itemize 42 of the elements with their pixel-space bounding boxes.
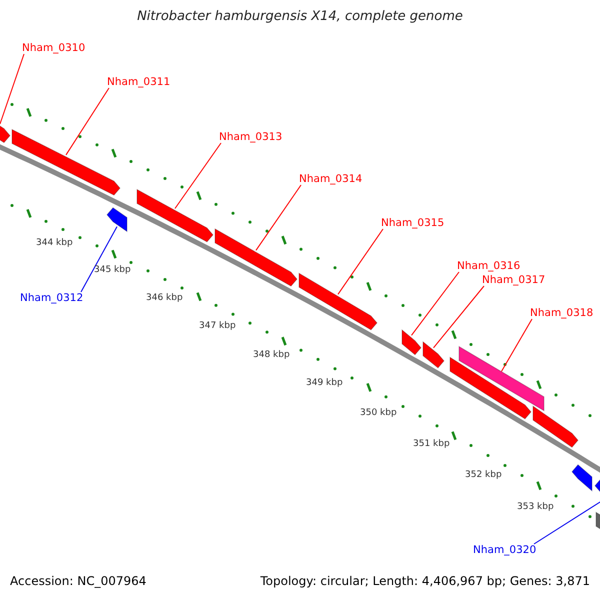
gene-label: Nham_0320 <box>473 544 536 556</box>
scale-label: 350 kbp <box>360 408 397 418</box>
scale-label: 353 kbp <box>517 502 554 512</box>
gene-label: Nham_0313 <box>219 131 282 143</box>
leader-line <box>66 88 110 156</box>
gene-label: Nham_0310 <box>22 42 86 54</box>
gene-feature <box>402 329 422 356</box>
gene-label: Nham_0312 <box>20 292 84 304</box>
scale-label: 348 kbp <box>253 350 290 360</box>
scale-label: 345 kbp <box>94 265 131 275</box>
gene-label: Nham_0314 <box>299 173 362 185</box>
gene-feature <box>214 228 298 287</box>
gene-feature <box>422 340 445 368</box>
leader-line <box>80 226 118 292</box>
accession-text: Accession: NC_007964 <box>10 574 146 588</box>
gene-feature <box>458 346 544 412</box>
gene-feature <box>106 207 128 232</box>
leader-line <box>433 286 484 348</box>
scale-label: 346 kbp <box>146 293 183 303</box>
leader-line <box>0 54 24 124</box>
gene-feature <box>136 188 214 242</box>
gene-feature <box>450 356 532 420</box>
gene-feature <box>532 405 579 448</box>
scale-label: 347 kbp <box>199 321 236 331</box>
gene-label: Nham_0318 <box>530 307 594 319</box>
genome-stats-text: Topology: circular; Length: 4,406,967 bp; Genes: 3,871 <box>260 574 590 588</box>
leader-line <box>411 272 460 336</box>
gene-label: Nham_0311 <box>107 76 170 88</box>
leader-line <box>256 184 302 251</box>
leader-line <box>174 142 222 209</box>
gene-feature <box>12 128 121 196</box>
scale-label: 349 kbp <box>306 378 343 388</box>
gene-feature <box>298 272 378 330</box>
leader-line <box>338 228 384 295</box>
scale-label: 344 kbp <box>36 238 73 248</box>
leader-line <box>501 318 532 372</box>
gene-label: Nham_0315 <box>381 217 444 229</box>
scale-label: 351 kbp <box>413 439 450 449</box>
gene-label: Nham_0316 <box>457 260 520 272</box>
title: Nitrobacter hamburgensis X14, complete genome <box>136 9 464 24</box>
scale-label: 352 kbp <box>465 470 502 480</box>
gene-label: Nham_0317 <box>482 274 546 286</box>
